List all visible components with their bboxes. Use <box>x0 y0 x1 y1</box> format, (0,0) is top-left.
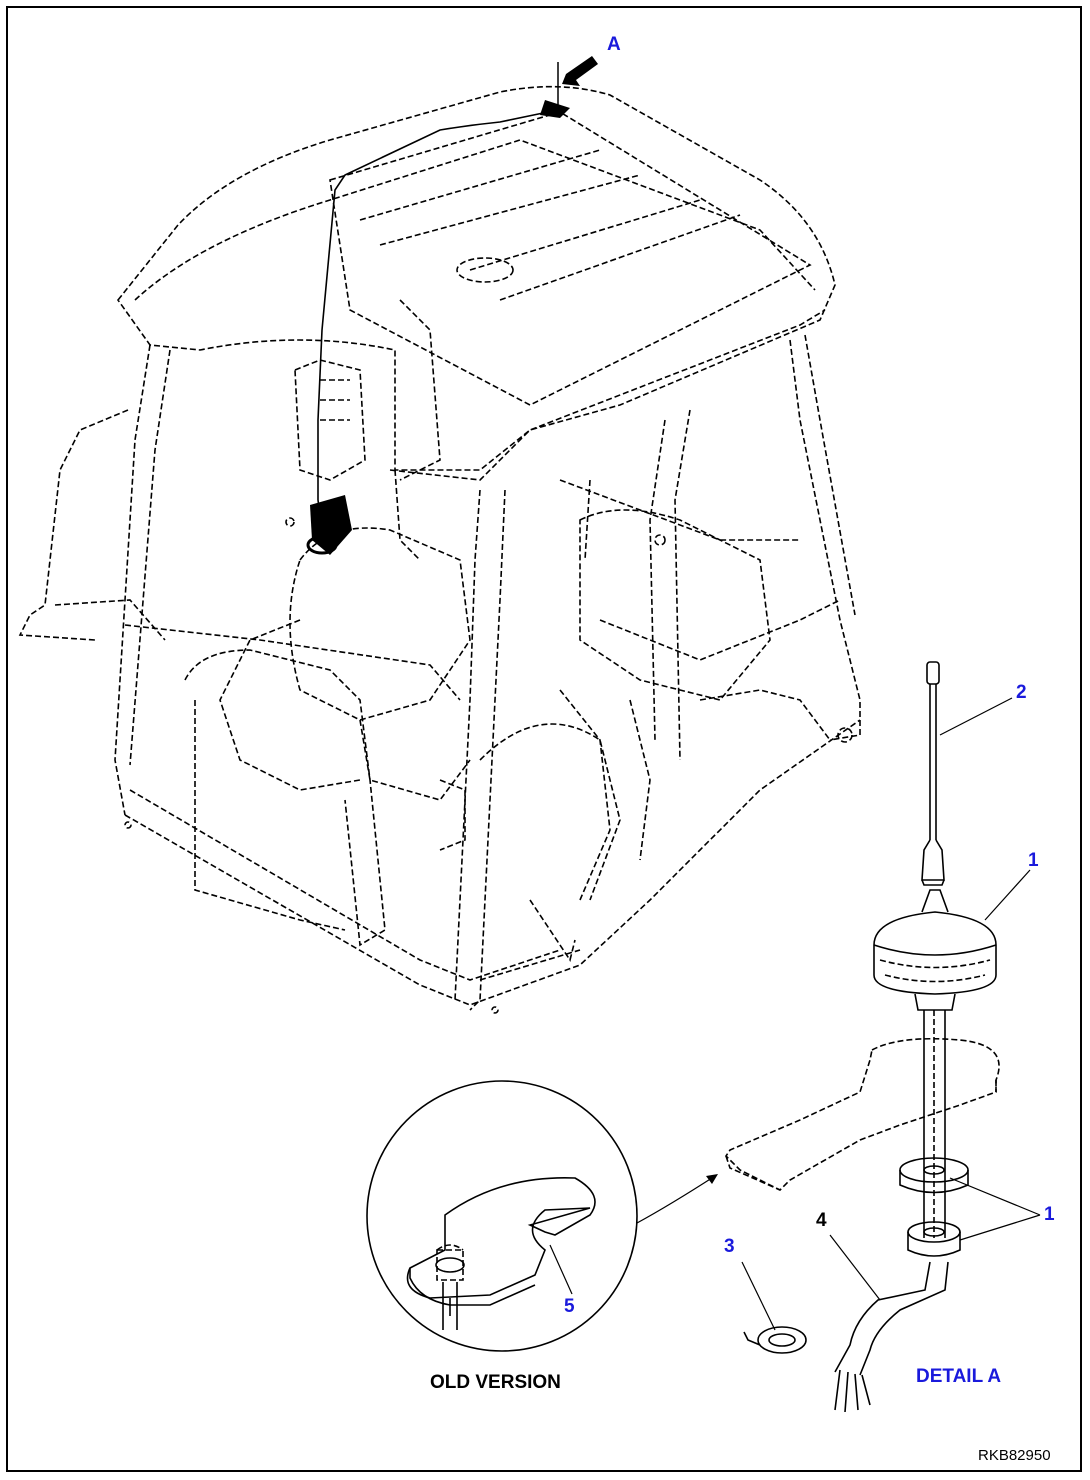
callout-part-2: 2 <box>1016 682 1027 703</box>
reference-arrow <box>636 1174 718 1224</box>
cab-outline <box>18 85 861 1014</box>
callout-part-1-side: 1 <box>1044 1204 1055 1225</box>
view-arrow-a <box>557 56 598 108</box>
antenna-mount-shaft <box>923 1010 946 1238</box>
drawing-frame <box>6 6 1082 1472</box>
antenna-base <box>873 889 997 1011</box>
cable-clamp <box>743 1326 807 1354</box>
nut-lower <box>907 1221 961 1257</box>
caption-old-version: OLD VERSION <box>430 1372 561 1393</box>
roof-plate <box>724 1038 1000 1191</box>
washer-upper <box>899 1157 969 1194</box>
callout-part-4: 4 <box>816 1210 827 1231</box>
antenna-cable <box>834 1261 949 1413</box>
view-label-a: A <box>607 34 621 55</box>
callout-part-1-top: 1 <box>1028 850 1039 871</box>
leader-lines <box>549 697 1041 1331</box>
cab-antenna-cable <box>306 100 570 555</box>
callout-part-5: 5 <box>564 1296 575 1317</box>
callout-part-3: 3 <box>724 1236 735 1257</box>
caption-detail-a: DETAIL A <box>916 1366 1001 1387</box>
old-version-detail <box>366 1080 638 1352</box>
antenna-rod <box>921 661 945 886</box>
drawing-code: RKB82950 <box>978 1447 1051 1464</box>
callout-labels: A 2 1 1 3 4 5 OLD VERSION DETAIL A RKB82… <box>430 34 1055 1464</box>
